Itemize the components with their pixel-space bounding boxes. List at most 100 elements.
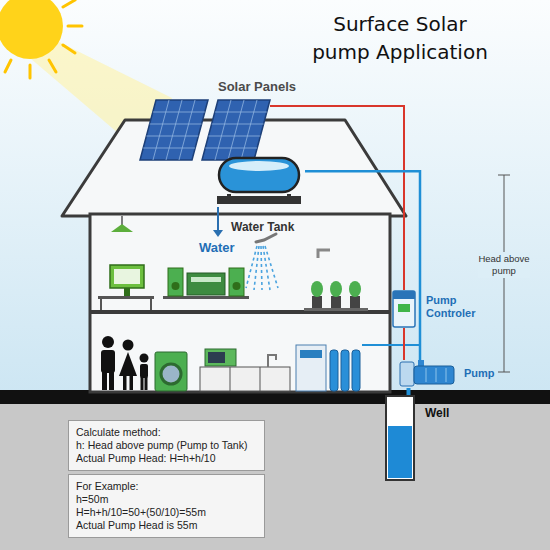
person — [119, 352, 137, 376]
pump-controller: Pump Controler — [392, 290, 416, 328]
panel-grid — [166, 100, 182, 160]
kitchen-counter — [200, 367, 290, 391]
water-drops — [254, 246, 259, 290]
sink-faucet — [268, 355, 276, 367]
diagram-title: Surface Solar pump Application — [308, 10, 492, 66]
well-shape — [383, 396, 417, 482]
solar-panels: Solar Panels — [140, 100, 270, 160]
wire-connector — [305, 171, 420, 360]
tank-base — [217, 196, 301, 204]
stereo-unit — [187, 273, 225, 295]
panel-grid — [241, 100, 257, 160]
note-line: Calculate method: — [76, 426, 257, 439]
panel-grid — [153, 112, 205, 113]
water-label: Water — [199, 240, 235, 255]
well-water — [388, 426, 412, 478]
solar-panel — [202, 100, 270, 160]
sun-ray — [5, 60, 11, 72]
washing-machine — [155, 352, 187, 391]
panel-grid — [179, 100, 195, 160]
note-line: Actual Pump Head: H=h+h/10 — [76, 452, 257, 465]
person — [140, 354, 149, 363]
note-line: h=50m — [76, 493, 257, 506]
plant — [311, 281, 323, 297]
wire-connector — [403, 328, 405, 360]
water-pipe — [362, 344, 420, 346]
sky — [0, 0, 550, 395]
calculation-box: Calculate method:h: Head above pump (Pum… — [68, 420, 265, 471]
pump-fin — [446, 368, 447, 382]
tv-stand — [124, 288, 130, 296]
person — [130, 375, 134, 390]
panel-grid — [153, 100, 169, 160]
panel-grid — [215, 112, 267, 113]
dimension-tick — [498, 372, 510, 373]
counter-door — [260, 367, 261, 391]
water-arrowhead — [213, 230, 223, 237]
node-label: Well — [425, 406, 449, 420]
person — [140, 364, 148, 378]
filter-cylinder — [352, 350, 360, 391]
water-drops — [261, 246, 262, 290]
controller-screen — [398, 304, 410, 312]
panel-grid — [215, 100, 231, 160]
panel-grid — [212, 124, 264, 125]
solar-panel — [140, 100, 208, 160]
plant — [330, 281, 342, 297]
pump-fin — [426, 368, 427, 382]
water-arrow — [217, 207, 219, 231]
shower-head — [256, 234, 276, 242]
lamp-cord — [121, 216, 123, 225]
node-label: Solar Panels — [218, 79, 296, 95]
purifier-display — [300, 350, 322, 358]
shelf — [304, 308, 368, 311]
node-label: Pump — [464, 367, 495, 380]
person — [109, 372, 114, 390]
pump-fin — [436, 368, 437, 382]
tv-screen — [114, 269, 140, 284]
note-line: Actual Pump Head is 55m — [76, 519, 257, 532]
person — [123, 340, 134, 351]
controller-box — [393, 291, 415, 327]
ground — [0, 392, 550, 550]
desk-leg — [150, 299, 152, 310]
sun-ray — [63, 0, 75, 7]
person — [123, 375, 127, 390]
water-purifier — [296, 345, 326, 391]
plant-pot — [312, 296, 322, 308]
panel-grid — [208, 136, 260, 137]
house-wall — [90, 214, 390, 392]
desk-leg — [100, 299, 102, 310]
note-line: H=h+h/10=50+(50/10)=55m — [76, 506, 257, 519]
speaker — [168, 268, 183, 296]
well: Well — [383, 396, 417, 482]
speaker-cone — [233, 282, 241, 290]
panel-grid — [205, 148, 257, 149]
counter-door — [230, 367, 231, 391]
water-drops — [265, 246, 278, 288]
node-label: Pump Controler — [426, 294, 490, 320]
panel-grid — [146, 136, 198, 137]
panel-grid — [143, 148, 195, 149]
person — [102, 336, 114, 348]
plant — [349, 281, 361, 297]
filter-cylinder — [341, 350, 349, 391]
panels-shape — [140, 100, 270, 160]
microwave — [205, 349, 236, 366]
desk — [98, 296, 154, 299]
panel-grid — [150, 124, 202, 125]
controller-shape — [392, 290, 416, 328]
sun-ray — [49, 60, 56, 72]
pump: Pump — [400, 360, 456, 388]
tv — [110, 265, 144, 288]
person — [141, 377, 144, 390]
controller-band — [393, 291, 415, 299]
node-label: Water Tank — [231, 220, 294, 234]
water-tank: Water Tank — [213, 152, 305, 207]
wire-connector — [407, 388, 411, 396]
plant-pot — [350, 296, 360, 308]
sun-ray — [29, 65, 32, 78]
filter-cylinder — [330, 350, 338, 391]
dimension-tick — [498, 175, 510, 176]
